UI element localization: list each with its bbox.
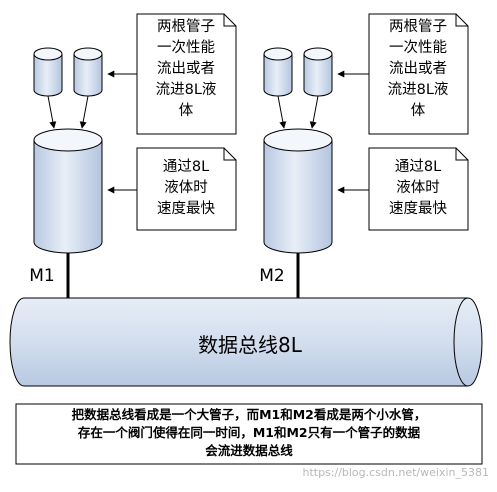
note-left-bottom-text: 通过8L 液体时 速度最快 [139, 157, 233, 220]
data-bus-pipe [9, 297, 483, 387]
flow-arrow-left-b [79, 95, 89, 129]
large-cylinder-m1 [33, 128, 103, 254]
caption-text: 把数据总线看成是一个大管子，而M1和M2看成是两个小水管， 存在一个阀门使得在同… [18, 406, 480, 460]
note-right-bottom-text: 通过8L 液体时 速度最快 [371, 157, 465, 220]
flow-arrow-right-a [277, 95, 287, 129]
small-cylinder-left-b [73, 47, 103, 97]
note-line: 流出或者 [389, 61, 447, 77]
note-box-left-bottom [136, 147, 237, 231]
flow-arrow-right-b [309, 95, 319, 129]
note-line: 速度最快 [157, 201, 215, 217]
flow-arrow-left-a [47, 95, 57, 129]
note-line: 流进8L液 [387, 82, 449, 98]
note-line: 液体时 [396, 180, 440, 196]
note-line: 体 [410, 103, 426, 119]
small-cylinder-left-a [33, 47, 63, 97]
small-cylinder-right-a [263, 47, 293, 97]
note-left-top-text: 两根管子 一次性能 流出或者 流进8L液 体 [139, 17, 233, 122]
m1-label: M1 [29, 266, 55, 286]
note-line: 两根管子 [389, 19, 447, 35]
note-box-right-bottom [368, 147, 469, 231]
caption-line: 把数据总线看成是一个大管子，而M1和M2看成是两个小水管， [71, 407, 427, 422]
note-line: 通过8L [162, 159, 210, 175]
large-cylinder-m2 [263, 128, 333, 254]
m2-label: M2 [259, 266, 285, 286]
note-right-top-text: 两根管子 一次性能 流出或者 流进8L液 体 [371, 17, 465, 122]
caption-box [15, 403, 483, 465]
small-cylinder-right-b [303, 47, 333, 97]
note-line: 一次性能 [389, 40, 447, 56]
note-line: 两根管子 [157, 19, 215, 35]
note-line: 流进8L液 [155, 82, 217, 98]
note-line: 液体时 [164, 180, 208, 196]
note-box-left-top [136, 13, 237, 135]
note-line: 流出或者 [157, 61, 215, 77]
note-line: 通过8L [394, 159, 442, 175]
note-line: 一次性能 [157, 40, 215, 56]
watermark: https://blog.csdn.net/weixin_5381 [302, 466, 489, 479]
note-box-right-top [368, 13, 469, 135]
data-bus-label: 数据总线8L [198, 333, 302, 357]
caption-line: 会流进数据总线 [205, 443, 293, 458]
note-line: 速度最快 [389, 201, 447, 217]
caption-line: 存在一个阀门使得在同一时间，M1和M2只有一个管子的数据 [77, 425, 421, 440]
note-line: 体 [178, 103, 194, 119]
